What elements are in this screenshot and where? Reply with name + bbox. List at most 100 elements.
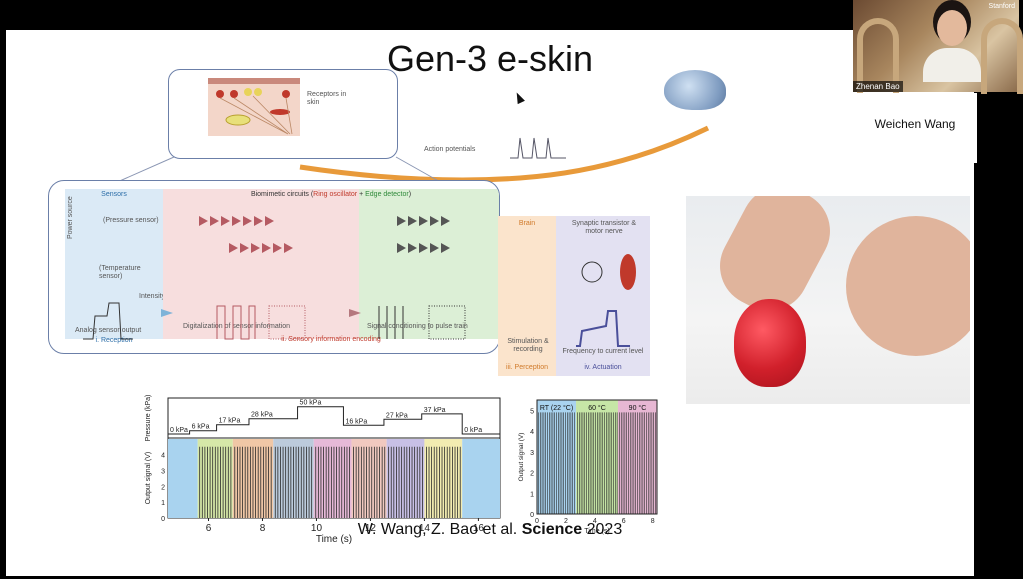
band-label: RT (22 °C)	[540, 404, 573, 412]
pressure-step-label: 0 kPa	[170, 427, 188, 434]
current-waveform	[576, 310, 630, 347]
reception-panel: Sensors Power source (Pressure sensor) (…	[65, 189, 166, 344]
x-tick-label: 6	[622, 518, 626, 525]
y-tick-label: 3	[530, 450, 534, 457]
pressure-step-label: 0 kPa	[464, 427, 482, 434]
x-tick-label: 14	[419, 523, 431, 534]
dense-spike-block	[428, 305, 466, 340]
x-tick-label: 4	[593, 518, 597, 525]
participant-name: Zhenan Bao	[853, 81, 903, 92]
ring-oscillator-row-2	[229, 243, 293, 253]
digitalization-label: Digitalization of sensor information	[183, 323, 290, 330]
band-label: 60 °C	[588, 404, 606, 412]
transistor-symbol	[581, 261, 603, 283]
background-arch	[857, 18, 899, 94]
x-tick-label: 6	[206, 523, 212, 534]
arrow-2	[349, 309, 361, 317]
pressure-step-label: 16 kPa	[345, 418, 367, 425]
chart-frame	[536, 399, 658, 515]
x-axis-label: Time (s)	[316, 534, 352, 544]
perception-panel: Brain Stimulation & recording iii. Perce…	[498, 216, 556, 376]
participant-tile-2[interactable]: Weichen Wang	[853, 93, 977, 163]
digital-waveform	[216, 305, 256, 340]
speaker-avatar	[923, 8, 981, 82]
actuation-panel: Synaptic transistor & motor nerve Freque…	[556, 216, 650, 376]
thumb	[846, 216, 970, 356]
stanford-watermark: Stanford	[988, 3, 1015, 10]
x-tick-label: 16	[473, 523, 485, 534]
pressure-step-line	[168, 406, 500, 435]
y-axis-label-top: Pressure (kPa)	[145, 395, 152, 442]
edge-detector-row-1	[397, 216, 450, 226]
temperature-sensor-label: (Temperature sensor)	[99, 265, 141, 280]
raspberry-grip-photo	[686, 196, 970, 404]
pressure-sensor-label: (Pressure sensor)	[103, 217, 159, 224]
brain-label: Brain	[518, 220, 536, 227]
x-tick-label: 2	[564, 518, 568, 525]
encoding-label: ii. Sensory information encoding	[281, 336, 381, 343]
pressure-step-label: 37 kPa	[424, 407, 446, 414]
pressure-step-label: 50 kPa	[300, 400, 322, 407]
action-potential-trace	[510, 137, 566, 159]
intensity-label: Intensity	[139, 293, 166, 300]
pressure-step-label: 6 kPa	[192, 424, 210, 431]
conditioning-label: Signal conditioning to pulse train	[367, 323, 468, 330]
x-tick-label: 0	[535, 518, 539, 525]
x-axis-label: Time (s)	[584, 528, 609, 535]
skin-cross-section-image	[208, 78, 300, 136]
nerve-fiber	[299, 125, 710, 183]
background-arch	[981, 18, 1023, 94]
y-tick-label: 3	[161, 469, 165, 476]
y-tick-label: 1	[161, 500, 165, 507]
signal-band	[386, 439, 425, 518]
circuits-title: Biomimetic circuits (Ring oscillator + E…	[250, 191, 412, 198]
signal-band	[424, 439, 463, 518]
signal-band	[168, 439, 198, 518]
actuation-drawing	[576, 254, 636, 347]
y-axis-label-bottom: Output signal (V)	[145, 452, 152, 505]
waveform-drawing	[83, 302, 466, 340]
y-tick-label: 0	[161, 516, 165, 523]
y-tick-label: 0	[530, 512, 534, 519]
action-potentials-label: Action potentials	[424, 146, 476, 153]
participant-name: Weichen Wang	[874, 117, 956, 131]
citation: W. Wang, Z. Bao et al. Science 2023	[357, 521, 623, 538]
y-tick-label: 4	[530, 429, 534, 436]
arrow-1	[161, 309, 173, 317]
edge-detector-row-2	[397, 243, 450, 253]
y-tick-label: 4	[161, 453, 165, 460]
y-tick-label: 2	[530, 471, 534, 478]
x-tick-label: 8	[651, 518, 655, 525]
signal-band	[462, 439, 500, 518]
frequency-label: Frequency to current level	[562, 348, 644, 355]
receptor-drawing	[216, 88, 293, 135]
y-tick-label: 2	[161, 484, 165, 491]
biomimetic-circuit-diagram: Sensors Power source (Pressure sensor) (…	[48, 180, 500, 354]
signal-band	[313, 439, 352, 518]
x-tick-label: 10	[311, 523, 323, 534]
motor-nerve-muscle	[620, 254, 636, 290]
ring-oscillator-row-1	[199, 216, 274, 226]
sensors-title: Sensors	[101, 191, 127, 198]
y-tick-label: 1	[530, 491, 534, 498]
raspberry	[734, 299, 806, 387]
receptors-label: Receptors in skin	[307, 91, 347, 106]
synaptic-label: Synaptic transistor & motor nerve	[571, 220, 637, 235]
dense-pulse-block	[268, 305, 306, 340]
participant-video-tile[interactable]: Zhenan Bao Stanford	[853, 0, 1023, 94]
brain-icon	[664, 70, 726, 110]
band-label: 90 °C	[629, 404, 647, 412]
analog-waveform	[83, 302, 133, 340]
digitalization-panel: Digitalization of sensor information	[163, 189, 359, 339]
x-tick-label: 12	[365, 523, 377, 534]
slide-title: Gen-3 e-skin	[386, 38, 594, 79]
pressure-step-label: 28 kPa	[251, 412, 273, 419]
perception-label: iii. Perception	[505, 364, 549, 371]
pressure-step-label: 17 kPa	[219, 418, 241, 425]
reception-label: i. Reception	[95, 337, 133, 344]
x-tick-label: 8	[260, 523, 266, 534]
